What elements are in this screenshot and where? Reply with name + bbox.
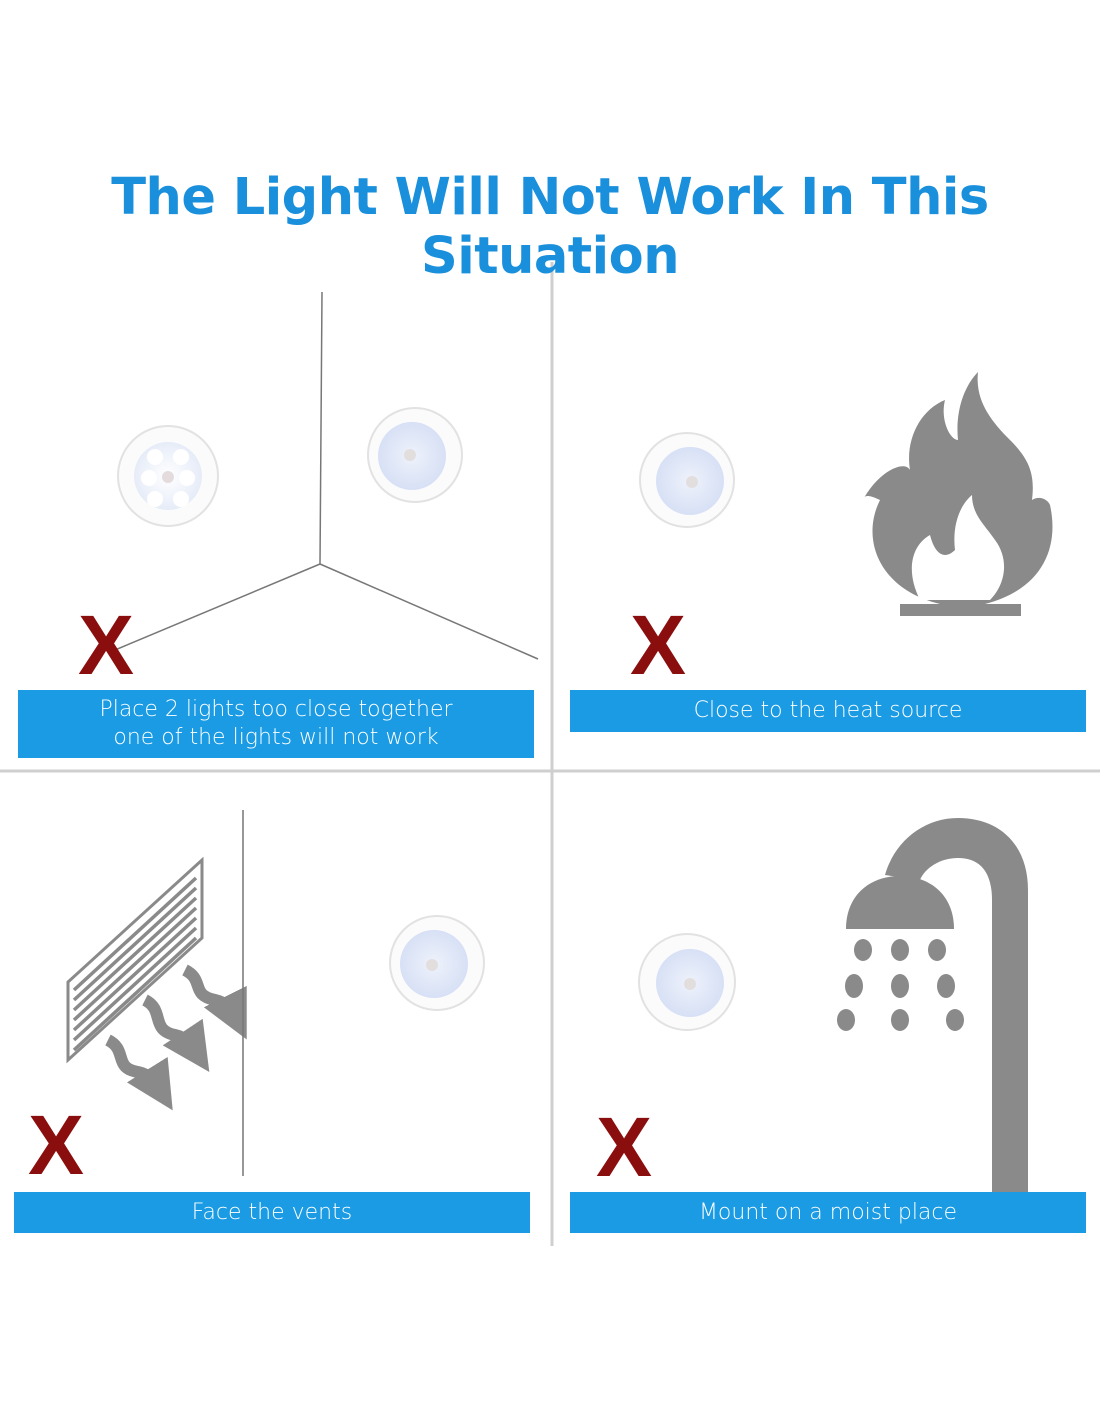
caption-banner-vents: Face the vents — [14, 1192, 530, 1233]
night-light-off-icon — [638, 933, 736, 1031]
night-light-off-icon — [639, 432, 735, 528]
page-title: The Light Will Not Work In This Situatio… — [111, 168, 989, 286]
x-mark: X — [78, 598, 135, 692]
x-mark: X — [28, 1098, 85, 1192]
x-mark: X — [630, 598, 687, 692]
caption-banner-heat: Close to the heat source — [570, 690, 1086, 732]
caption-text: Mount on a moist place — [698, 1199, 958, 1225]
night-light-off-icon — [367, 407, 463, 503]
caption-banner-too-close: Place 2 lights too close together one of… — [18, 690, 534, 758]
caption-banner-moist: Mount on a moist place — [570, 1192, 1086, 1233]
shower-icon — [837, 818, 1028, 1192]
x-mark: X — [596, 1100, 653, 1194]
night-light-on-icon — [117, 425, 219, 527]
caption-text: Close to the heat source — [693, 698, 963, 723]
caption-line-2: one of the lights will not work — [113, 725, 439, 750]
caption-text: Face the vents — [191, 1199, 353, 1225]
corner-walls-icon — [114, 291, 539, 660]
night-light-off-icon — [389, 915, 485, 1011]
vent-icon — [66, 856, 247, 1111]
flame-icon — [864, 372, 1053, 616]
caption-line-1: Place 2 lights too close together — [99, 697, 453, 722]
